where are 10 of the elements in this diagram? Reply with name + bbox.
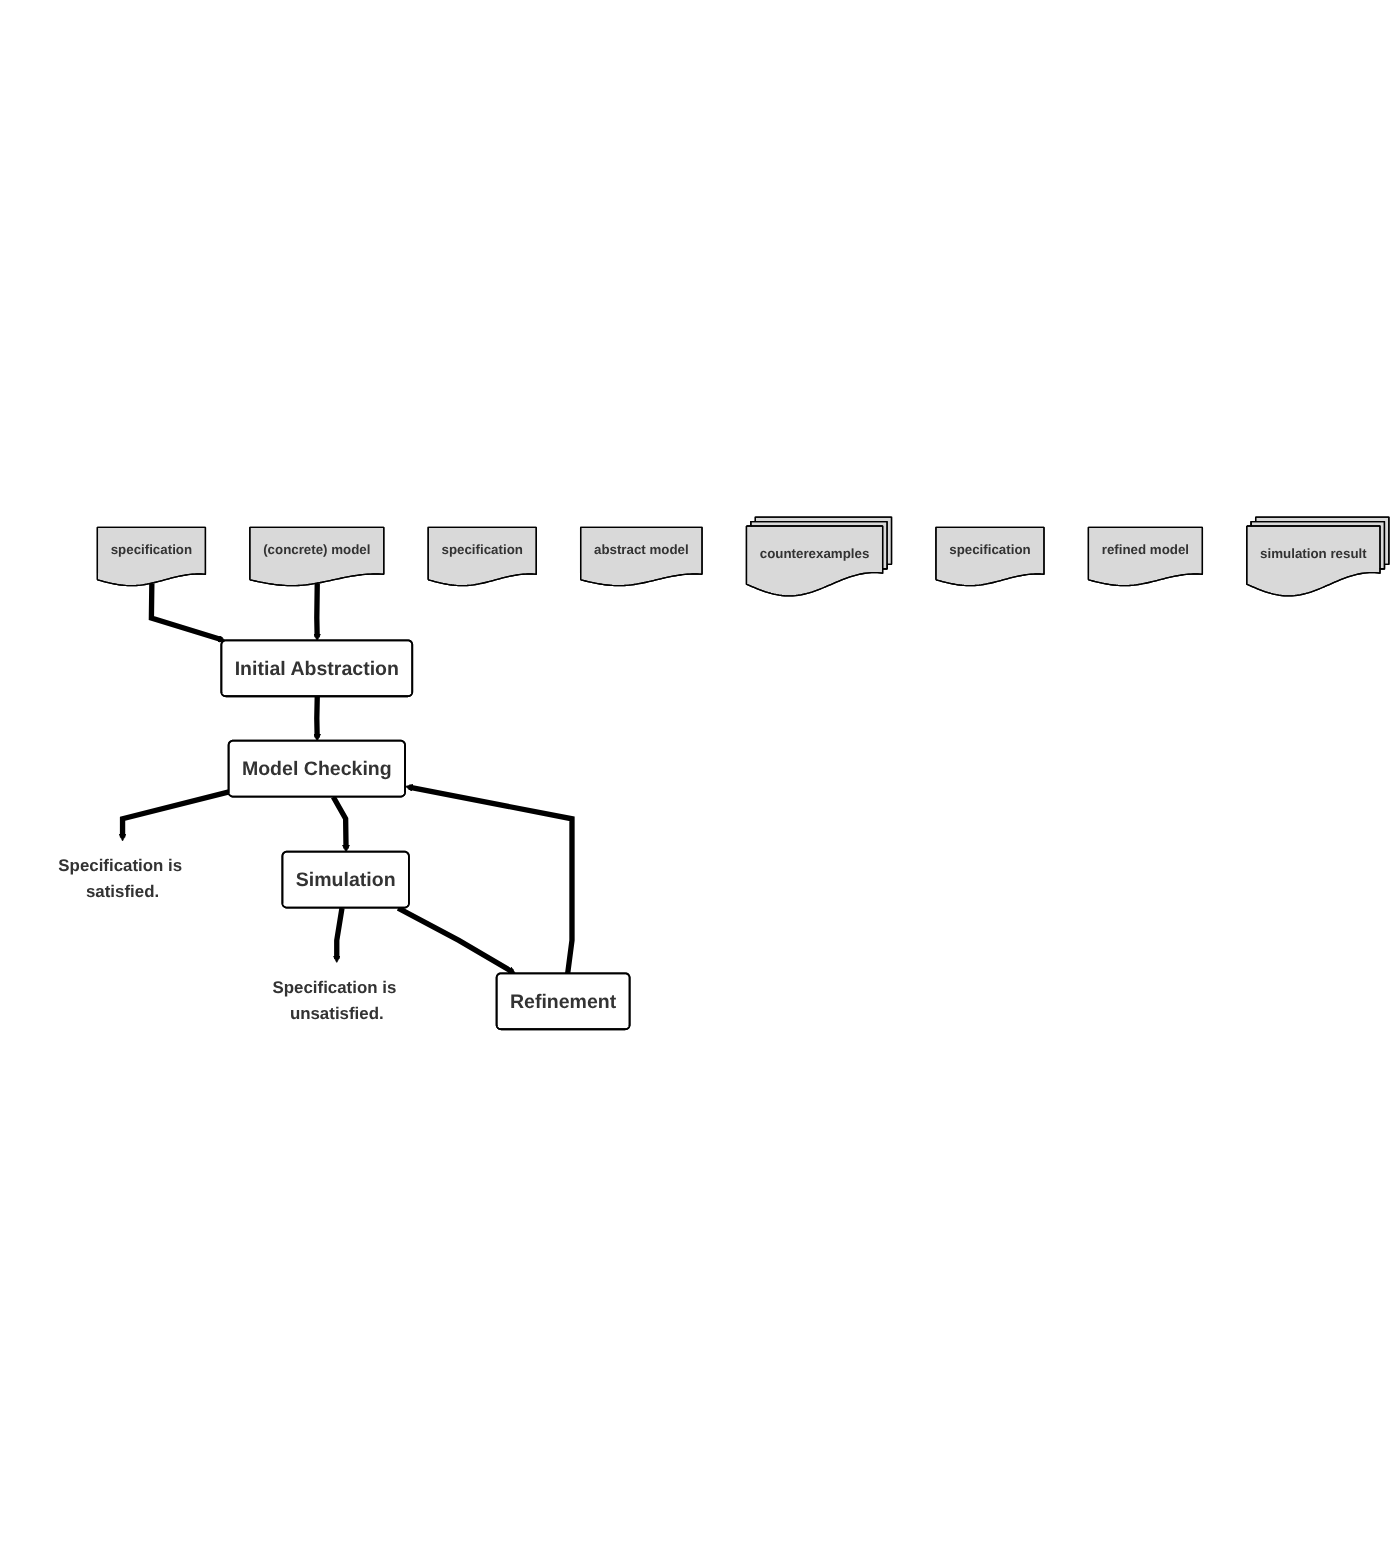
- arrow: [313, 696, 321, 741]
- arrow: [148, 583, 226, 642]
- arrow: [396, 905, 516, 974]
- arrow: [313, 583, 321, 641]
- arrow: [331, 795, 350, 852]
- arrow: [332, 907, 345, 963]
- node-text: Specification is satisfied.: [58, 856, 183, 901]
- arrow: [118, 788, 230, 841]
- node-text: Specification is unsatisfied.: [272, 978, 397, 1023]
- arrow: [405, 783, 575, 974]
